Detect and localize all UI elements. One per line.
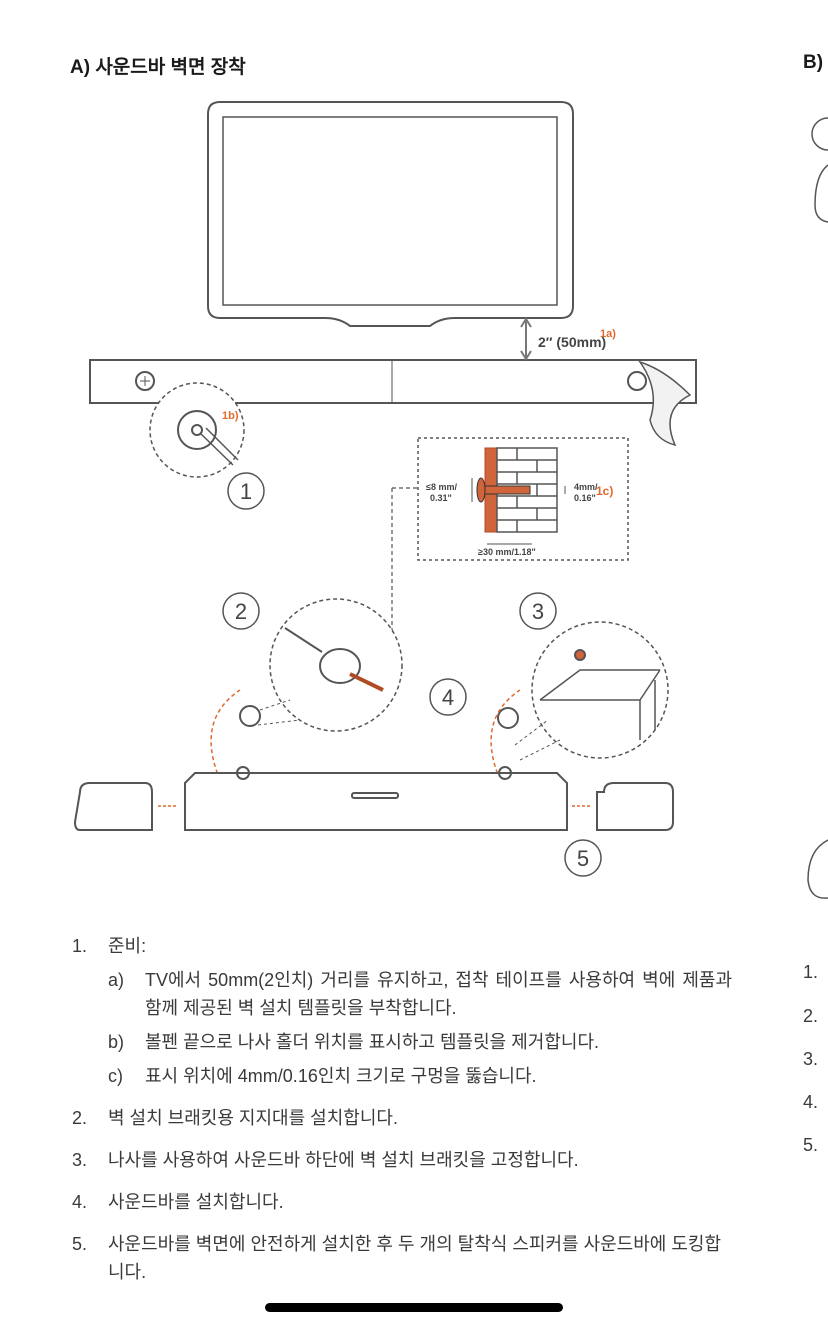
item-text: 사운드바를 설치합니다.: [108, 1192, 284, 1212]
instruction-item: 4. 사운드바를 설치합니다.: [72, 1188, 732, 1216]
section-b-title: B): [803, 52, 824, 73]
instruction-item: 2. 벽 설치 브래킷용 지지대를 설치합니다.: [72, 1104, 732, 1132]
sub-text: 표시 위치에 4mm/0.16인치 크기로 구멍을 뚫습니다.: [145, 1066, 537, 1086]
right-column-number: 1.: [803, 962, 819, 982]
sub-letter: a): [108, 970, 125, 990]
sub-item: a) TV에서 50mm(2인치) 거리를 유지하고, 접착 테이프를 사용하여 …: [108, 966, 732, 1022]
right-column-number: 4.: [803, 1092, 819, 1112]
sub-text: 볼펜 끝으로 나사 홀더 위치를 표시하고 템플릿을 제거합니다.: [145, 1032, 600, 1052]
hole-size-label-2: 0.16": [574, 493, 596, 503]
distance-label: 2″ (50mm): [538, 334, 606, 350]
screw-head-label-2: 0.31": [430, 493, 452, 503]
item-text: 준비:: [108, 936, 147, 956]
tv-illustration: [207, 101, 574, 327]
instruction-item: 5. 사운드바를 벽면에 안전하게 설치한 후 두 개의 탈착식 스피커를 사운드…: [72, 1230, 732, 1286]
step-2-marker: 2: [235, 599, 247, 624]
sub-letter: c): [108, 1066, 123, 1086]
item-number: 4.: [72, 1192, 88, 1212]
item-number: 2.: [72, 1108, 88, 1128]
callout-1c: 1c): [596, 484, 613, 498]
instruction-item: 1. 준비: a) TV에서 50mm(2인치) 거리를 유지하고, 접착 테이프…: [72, 932, 732, 1090]
sub-item: b) 볼펜 끝으로 나사 홀더 위치를 표시하고 템플릿을 제거합니다.: [108, 1028, 732, 1056]
callout-1a: 1a): [600, 328, 616, 340]
depth-label: ≥30 mm/1.18": [478, 547, 536, 557]
soundbar-illustration: [184, 766, 568, 831]
sub-text: TV에서 50mm(2인치) 거리를 유지하고, 접착 테이프를 사용하여 벽에…: [145, 970, 732, 1018]
item-text: 사운드바를 벽면에 안전하게 설치한 후 두 개의 탈착식 스피커를 사운드바에…: [108, 1234, 722, 1282]
callout-1b: 1b): [222, 410, 239, 422]
sub-item: c) 표시 위치에 4mm/0.16인치 크기로 구멍을 뚫습니다.: [108, 1062, 732, 1090]
hole-size-label-1: 4mm/: [574, 482, 598, 492]
right-column-number: 2.: [803, 1006, 819, 1026]
right-column-number: 5.: [803, 1135, 819, 1155]
item-number: 1.: [72, 936, 88, 956]
home-indicator[interactable]: [265, 1303, 563, 1312]
instruction-list: 1. 준비: a) TV에서 50mm(2인치) 거리를 유지하고, 접착 테이프…: [72, 932, 732, 1300]
sub-letter: b): [108, 1032, 125, 1052]
screw-head-label-1: ≤8 mm/: [426, 482, 457, 492]
step-5-marker: 5: [577, 846, 589, 871]
item-number: 3.: [72, 1150, 88, 1170]
instruction-item: 3. 나사를 사용하여 사운드바 하단에 벽 설치 브래킷을 고정합니다.: [72, 1146, 732, 1174]
step-3-marker: 3: [532, 599, 544, 624]
step-1-marker: 1: [240, 479, 252, 504]
item-number: 5.: [72, 1234, 88, 1254]
step-4-marker: 4: [442, 685, 454, 710]
right-column-number: 3.: [803, 1049, 819, 1069]
item-text: 나사를 사용하여 사운드바 하단에 벽 설치 브래킷을 고정합니다.: [108, 1150, 579, 1170]
wall-mount-diagram: 2″ (50mm) 1a) 1b) 1c) ≤8 mm/ 0.31" 4mm/ …: [73, 101, 828, 899]
section-a-title: A) 사운드바 벽면 장착: [70, 57, 246, 78]
item-text: 벽 설치 브래킷용 지지대를 설치합니다.: [108, 1108, 398, 1128]
